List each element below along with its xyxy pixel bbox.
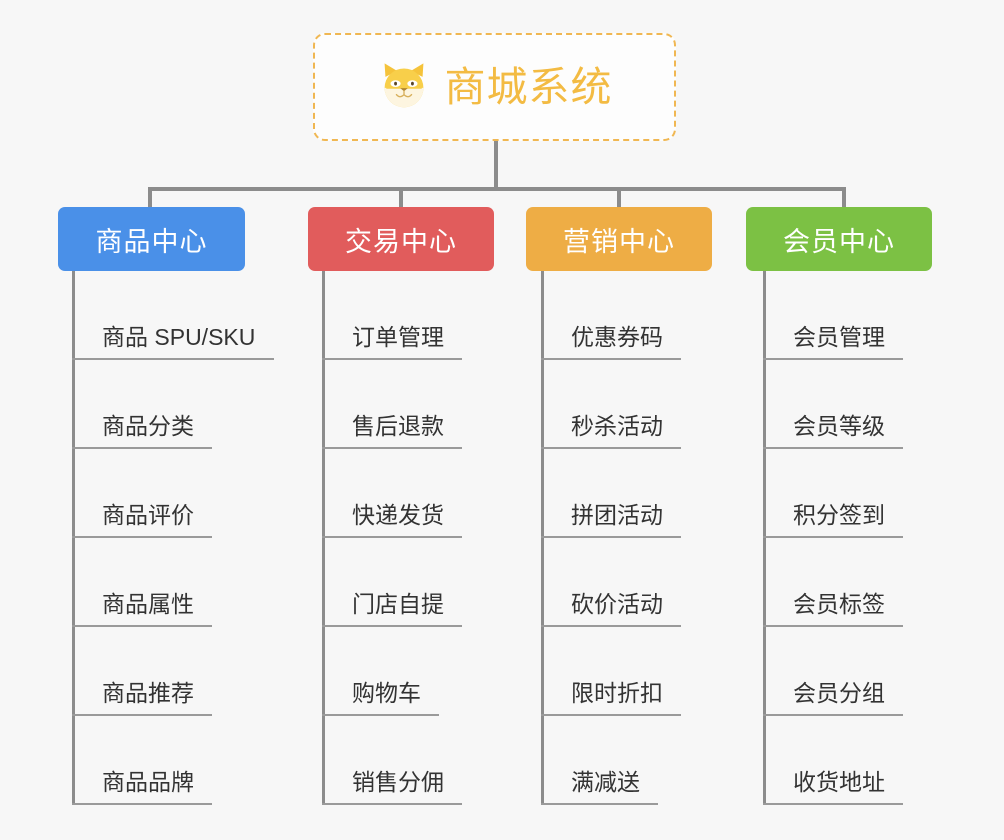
leaf-label: 销售分佣	[352, 768, 444, 795]
leaf-label: 满减送	[571, 768, 640, 795]
leaf-label: 商品评价	[102, 501, 194, 528]
leaf-item[interactable]: 拼团活动	[541, 449, 681, 538]
branch-drop-connector-1	[148, 187, 152, 209]
leaf-label: 商品 SPU/SKU	[102, 323, 256, 350]
leaf-label: 订单管理	[352, 323, 444, 350]
root-node[interactable]: 商城系统	[313, 33, 676, 141]
leaf-label: 商品品牌	[102, 768, 194, 795]
leaf-label: 限时折扣	[571, 679, 663, 706]
leaf-item[interactable]: 收货地址	[763, 716, 903, 805]
leaf-label: 商品推荐	[102, 679, 194, 706]
leaf-item[interactable]: 限时折扣	[541, 627, 681, 716]
leaf-item[interactable]: 订单管理	[322, 271, 462, 360]
leaf-item[interactable]: 商品品牌	[72, 716, 212, 805]
branch-node-会员中心[interactable]: 会员中心	[746, 207, 932, 271]
branch-drop-connector-3	[617, 187, 621, 209]
leaf-item[interactable]: 商品评价	[72, 449, 212, 538]
root-title: 商城系统	[444, 63, 613, 110]
branch-bus-connector	[148, 187, 846, 191]
leaf-item[interactable]: 会员标签	[763, 538, 903, 627]
leaf-label: 门店自提	[352, 590, 444, 617]
leaf-item[interactable]: 销售分佣	[322, 716, 462, 805]
leaf-spine	[72, 271, 75, 805]
branch-node-营销中心[interactable]: 营销中心	[526, 207, 712, 271]
branch-label: 营销中心	[563, 226, 675, 257]
branch-node-商品中心[interactable]: 商品中心	[58, 207, 245, 271]
root-stem-connector	[494, 141, 498, 191]
leaf-label: 快递发货	[352, 501, 444, 528]
leaf-item[interactable]: 积分签到	[763, 449, 903, 538]
leaf-label: 会员分组	[793, 679, 885, 706]
leaf-label: 优惠券码	[571, 323, 663, 350]
leaf-item[interactable]: 售后退款	[322, 360, 462, 449]
leaf-item[interactable]: 秒杀活动	[541, 360, 681, 449]
leaf-label: 购物车	[352, 679, 421, 706]
shiba-dog-face-icon	[384, 63, 423, 108]
leaf-item[interactable]: 快递发货	[322, 449, 462, 538]
branch-label: 会员中心	[783, 226, 895, 257]
leaf-spine	[763, 271, 766, 805]
leaf-spine	[322, 271, 325, 805]
leaf-item[interactable]: 购物车	[322, 627, 439, 716]
leaf-item[interactable]: 砍价活动	[541, 538, 681, 627]
leaf-item[interactable]: 商品 SPU/SKU	[72, 271, 274, 360]
leaf-label: 积分签到	[793, 501, 885, 528]
leaf-label: 商品分类	[102, 412, 194, 439]
leaf-item[interactable]: 商品属性	[72, 538, 212, 627]
branch-drop-connector-2	[399, 187, 403, 209]
leaf-item[interactable]: 满减送	[541, 716, 658, 805]
leaf-label: 商品属性	[102, 590, 194, 617]
branch-drop-connector-4	[842, 187, 846, 209]
leaf-item[interactable]: 商品分类	[72, 360, 212, 449]
leaf-label: 售后退款	[352, 412, 444, 439]
leaf-label: 秒杀活动	[571, 412, 663, 439]
leaf-item[interactable]: 会员分组	[763, 627, 903, 716]
leaf-item[interactable]: 门店自提	[322, 538, 462, 627]
leaf-label: 收货地址	[793, 768, 885, 795]
leaf-item[interactable]: 优惠券码	[541, 271, 681, 360]
leaf-label: 会员管理	[793, 323, 885, 350]
branch-label: 交易中心	[345, 226, 457, 257]
leaf-label: 拼团活动	[571, 501, 663, 528]
leaf-label: 会员等级	[793, 412, 885, 439]
leaf-item[interactable]: 商品推荐	[72, 627, 212, 716]
branch-node-交易中心[interactable]: 交易中心	[308, 207, 494, 271]
leaf-item[interactable]: 会员管理	[763, 271, 903, 360]
leaf-item[interactable]: 会员等级	[763, 360, 903, 449]
leaf-spine	[541, 271, 544, 805]
branch-label: 商品中心	[95, 226, 208, 257]
leaf-label: 砍价活动	[571, 590, 663, 617]
leaf-label: 会员标签	[793, 590, 885, 617]
